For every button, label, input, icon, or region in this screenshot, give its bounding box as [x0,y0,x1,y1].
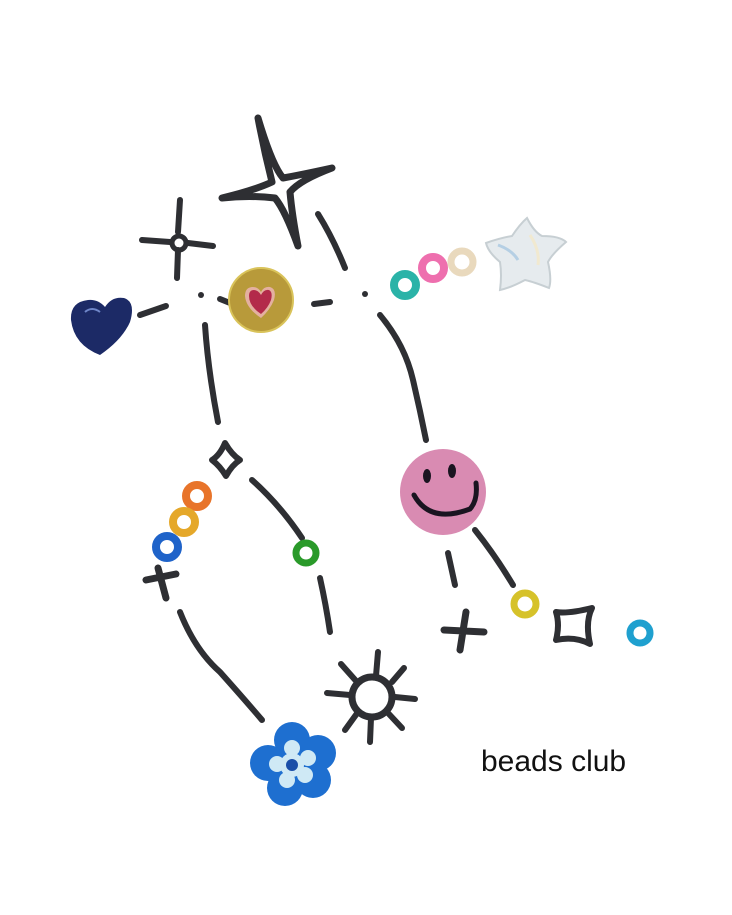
inner-diagonal-line [249,477,305,541]
sun-icon [324,649,418,745]
right-cross-icon [440,608,488,654]
cyan-ring-bead [626,619,654,647]
pink-smiley-bead [400,449,486,535]
beads-club-caption: beads club [481,745,627,778]
navy-heart-bead [70,297,132,355]
large-sparkle-icon [218,114,336,250]
lower-left-curve [177,609,265,723]
right-leg-line-1 [445,550,458,588]
blue-ring-bead [152,532,182,562]
blue-flower-bead [250,722,336,806]
yellow-orange-ring-bead [169,507,199,537]
small-sparkle-icon [139,197,216,281]
right-leg-line-2 [472,527,516,588]
right-body-line [377,312,429,443]
right-diamond-icon [553,605,595,647]
top-connector-dashes [137,211,368,318]
pink-ring-bead [418,253,448,283]
diamond-sparkle-icon [209,440,243,479]
teal-ring-bead [390,270,420,300]
green-ring-bead [292,539,320,567]
yellow-ring-bead [510,589,540,619]
left-cross-icon [142,564,180,602]
cream-ring-bead [447,247,477,277]
iridescent-star-bead [484,216,568,292]
gold-heart-coin-bead [228,267,294,333]
orange-ring-bead [182,481,212,511]
inner-lower-line [317,575,333,635]
left-body-line [202,322,221,425]
